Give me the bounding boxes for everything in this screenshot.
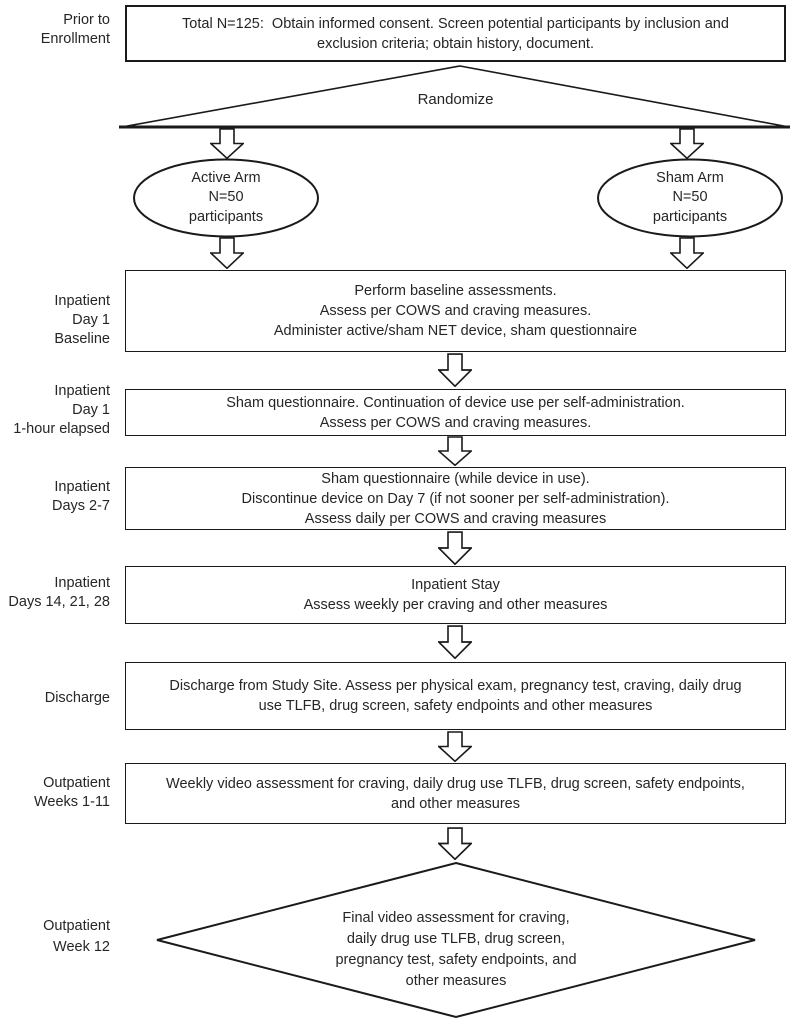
down-arrow-icon xyxy=(438,731,472,762)
down-arrow-icon xyxy=(210,237,244,269)
discharge-label: Discharge xyxy=(44,690,110,706)
down-arrow-icon xyxy=(438,436,472,466)
down-arrow-icon xyxy=(670,237,704,269)
week-12-diamond xyxy=(156,861,756,1019)
down-arrow-icon xyxy=(438,827,472,860)
down-arrow-icon xyxy=(210,128,244,159)
down-arrow-icon xyxy=(438,625,472,659)
discharge-box: Discharge from Study Site. Assess per ph… xyxy=(125,662,786,730)
days-2-7-box: Sham questionnaire (while device in use)… xyxy=(125,467,786,530)
down-arrow-icon xyxy=(438,353,472,387)
active-arm-ellipse xyxy=(133,158,319,238)
down-arrow-icon xyxy=(670,128,704,159)
weeks-1-11-box: Weekly video assessment for craving, dai… xyxy=(125,763,786,824)
randomize-triangle xyxy=(119,65,790,129)
baseline-box: Perform baseline assessments.Assess per … xyxy=(125,270,786,352)
randomize-label: Randomize xyxy=(417,91,494,108)
one-hour-box: Sham questionnaire. Continuation of devi… xyxy=(125,389,786,436)
week-12-text: Final video assessment for craving,daily… xyxy=(335,910,577,989)
down-arrow-icon xyxy=(438,531,472,565)
consent-box: Total N=125: Obtain informed consent. Sc… xyxy=(125,5,786,62)
sham-arm-ellipse xyxy=(597,158,783,238)
